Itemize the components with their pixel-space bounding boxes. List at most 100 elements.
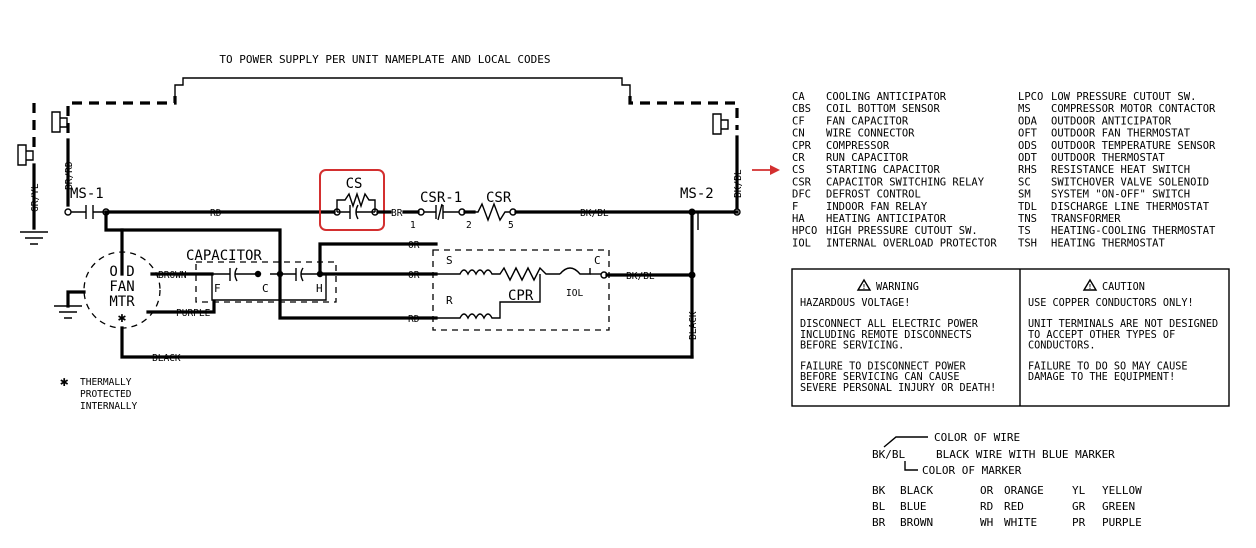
cap-terminal-c: C [262,282,269,295]
color-of-wire-pointer [883,436,928,448]
wire-label-or-top: OR [408,240,420,251]
color-code-abbr: YL [1072,484,1086,497]
wire-label-rd-lower: RD [408,314,420,325]
legend-desc: RESISTANCE HEAT SWITCH [1051,164,1190,176]
fan-label-line2: FAN [109,279,134,295]
legend-desc: DISCHARGE LINE THERMOSTAT [1051,201,1210,213]
ground-symbol-left [20,231,48,245]
legend-desc: TRANSFORMER [1051,213,1121,225]
legend-desc: INDOOR FAN RELAY [826,201,928,213]
warning-line: HAZARDOUS VOLTAGE! [800,298,910,309]
caution-triangle-icon: ! [1082,278,1098,291]
legend-desc: CAPACITOR SWITCHING RELAY [826,176,985,188]
legend-abbr: SC [1018,176,1031,188]
legend-desc: HEATING ANTICIPATOR [826,213,947,225]
color-code-abbr: PR [1072,516,1086,529]
cpr-run-winding [436,274,541,320]
warning-line: SEVERE PERSONAL INJURY OR DEATH! [800,383,996,394]
label-ms2: MS-2 [680,186,714,202]
label-csr1: CSR-1 [420,190,462,206]
legend-desc: FAN CAPACITOR [826,115,909,127]
iol-symbol [559,267,591,275]
caution-line: TO ACCEPT OTHER TYPES OF [1028,330,1175,341]
color-code-name: RED [1004,500,1024,513]
legend-abbr: OFT [1018,128,1038,140]
color-of-wire-label: COLOR OF WIRE [934,431,1020,444]
color-code-abbr: RD [980,500,993,513]
cpr-pin-r: R [446,294,453,307]
power-supply-title: TO POWER SUPPLY PER UNIT NAMEPLATE AND L… [219,53,550,66]
highlight-box-cs [319,169,385,231]
legend-abbr: F [792,201,798,213]
csr-coil-symbol [474,202,510,222]
connector-icon-ground [17,144,34,166]
wire-label-bk-bl-top: BK/BL [580,208,609,219]
legend-desc: HIGH PRESSURE CUTOUT SW. [826,225,978,237]
legend-desc: SYSTEM "ON-OFF" SWITCH [1051,189,1190,201]
legend-desc: WIRE CONNECTOR [826,128,915,140]
wire-label-purple: PURPLE [176,308,211,319]
color-code-name: YELLOW [1102,484,1142,497]
legend-abbr: LPCO [1018,91,1043,103]
wire-label-black-right: BLACK [688,311,699,340]
warning-line: BEFORE SERVICING CAN CAUSE [800,372,959,383]
cs-capacitor-symbol [337,204,375,220]
legend-abbr: CBS [792,103,811,115]
svg-text:!: ! [862,283,866,291]
warning-text: HAZARDOUS VOLTAGE!DISCONNECT ALL ELECTRI… [800,298,996,394]
label-capacitor: CAPACITOR [186,248,262,264]
label-ms1: MS-1 [70,186,104,202]
footnote-line-2: PROTECTED [80,389,132,400]
wire-label-brown: BROWN [158,270,187,281]
legend-desc: HEATING THERMOSTAT [1051,237,1165,249]
warning-title: WARNING [876,282,919,293]
legend-abbr: TSH [1018,237,1037,249]
wire-label-rd-main: RD [210,208,222,219]
legend-desc: LOW PRESSURE CUTOUT SW. [1051,91,1196,103]
color-code-name: BLUE [900,500,927,513]
legend-abbr: ODA [1018,115,1038,127]
color-code-abbr: GR [1072,500,1086,513]
legend-desc: DEFROST CONTROL [826,189,921,201]
color-code-abbr: BK [872,484,886,497]
fan-thermal-mark: ✱ [118,310,127,326]
wire-black-bottom [120,326,694,359]
legend-desc: INTERNAL OVERLOAD PROTECTOR [826,237,997,249]
fan-label-line3: MTR [109,294,135,310]
cpr-pin-c: C [594,254,601,267]
legend-abbr: TS [1018,225,1031,237]
cap-inner-frame [211,274,327,301]
legend-desc: OUTDOOR FAN THERMOSTAT [1051,128,1191,140]
footnote-star-icon: ✱ [60,374,69,390]
caution-title: CAUTION [1102,282,1145,293]
caution-line: USE COPPER CONDUCTORS ONLY! [1028,298,1194,309]
wire-or-top [318,242,438,276]
warning-caution-box [791,268,1230,407]
color-example-desc: BLACK WIRE WITH BLUE MARKER [936,448,1115,461]
wire-label-black-bottom: BLACK [152,353,181,364]
label-term-1: 1 [410,220,416,231]
legend-abbr: HA [792,213,805,225]
terminal-ms2-in [733,208,741,216]
wire-label-br-rd: BR/RD [64,161,75,190]
legend-desc: COIL BOTTOM SENSOR [826,103,940,115]
supply-line-right [628,96,739,130]
warning-line: BEFORE SERVICING. [800,340,904,351]
color-code-name: PURPLE [1102,516,1142,529]
color-code-abbr: BL [872,500,886,513]
legend-abbr: HPCO [792,225,817,237]
wire-label-bk-bl-cpr: BK/BL [626,271,655,282]
caution-text: USE COPPER CONDUCTORS ONLY!UNIT TERMINAL… [1028,298,1218,383]
legend-pointer-arrow-icon [752,165,780,175]
legend-abbr: IOL [792,237,811,249]
caution-line: DAMAGE TO THE EQUIPMENT! [1028,372,1175,383]
fan-label-line1: O D [109,264,134,280]
wire-label-br: BR [391,208,403,219]
supply-line-left [66,96,177,133]
wire-label-gr-yl: GR/YL [30,183,41,212]
legend-abbr: ODT [1018,152,1038,164]
wire-label-or-mid: OR [408,270,420,281]
legend-desc: COMPRESSOR [826,140,890,152]
